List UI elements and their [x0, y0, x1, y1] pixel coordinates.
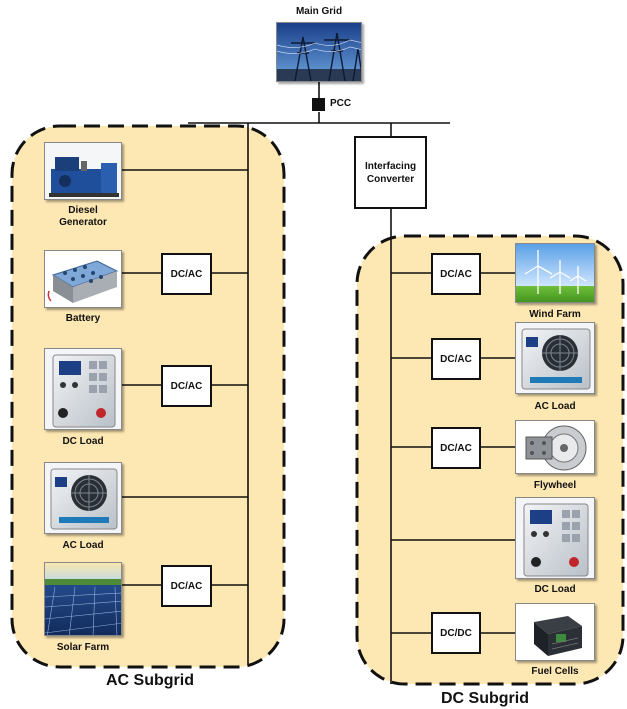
dc-load-ac-label: DC Load — [62, 436, 104, 447]
interfacing-converter-line1: Interfacing — [364, 160, 417, 172]
dc-subgrid-title: DC Subgrid — [441, 690, 529, 707]
fuel-cells-label: Fuel Cells — [531, 666, 579, 677]
ac-load-dc-converter: DC/AC — [431, 338, 481, 380]
fuel-cell-icon — [515, 603, 595, 661]
transmission-tower-icon — [276, 22, 362, 82]
diesel-generator-label: Diesel Generator — [34, 205, 132, 229]
flywheel-converter: DC/AC — [431, 427, 481, 469]
ac-load-icon — [44, 462, 122, 534]
solar-farm-label: Solar Farm — [56, 642, 110, 653]
pcc-label: PCC — [330, 98, 352, 109]
interfacing-converter-box: Interfacing Converter — [354, 136, 427, 209]
solar-farm-converter: DC/AC — [161, 565, 212, 607]
dc-load-icon — [44, 348, 122, 430]
fuel-cells-converter: DC/DC — [431, 612, 481, 654]
solar-panel-icon — [44, 562, 122, 636]
ac-subgrid-title: AC Subgrid — [106, 672, 194, 689]
wind-turbine-icon — [515, 243, 595, 303]
interfacing-converter-line2: Converter — [366, 173, 415, 185]
ac-load-dc-label: AC Load — [534, 401, 576, 412]
diesel-generator-label-line2: Generator — [59, 217, 107, 228]
dc-load-dc-label: DC Load — [534, 584, 576, 595]
battery-converter: DC/AC — [161, 253, 212, 295]
diesel-generator-icon — [44, 142, 122, 200]
flywheel-icon — [515, 420, 595, 474]
dc-load-ac-converter: DC/AC — [161, 365, 212, 407]
ac-load-ac-label: AC Load — [62, 540, 104, 551]
main-grid-label: Main Grid — [295, 6, 343, 17]
wind-farm-converter: DC/AC — [431, 253, 481, 295]
diesel-generator-label-line1: Diesel — [68, 205, 98, 216]
flywheel-label: Flywheel — [533, 480, 577, 491]
battery-icon — [44, 250, 122, 308]
pcc-breaker — [312, 98, 325, 111]
battery-label: Battery — [65, 313, 101, 324]
dc-load-icon — [515, 497, 595, 579]
ac-load-icon — [515, 322, 595, 394]
wind-farm-label: Wind Farm — [529, 309, 581, 320]
